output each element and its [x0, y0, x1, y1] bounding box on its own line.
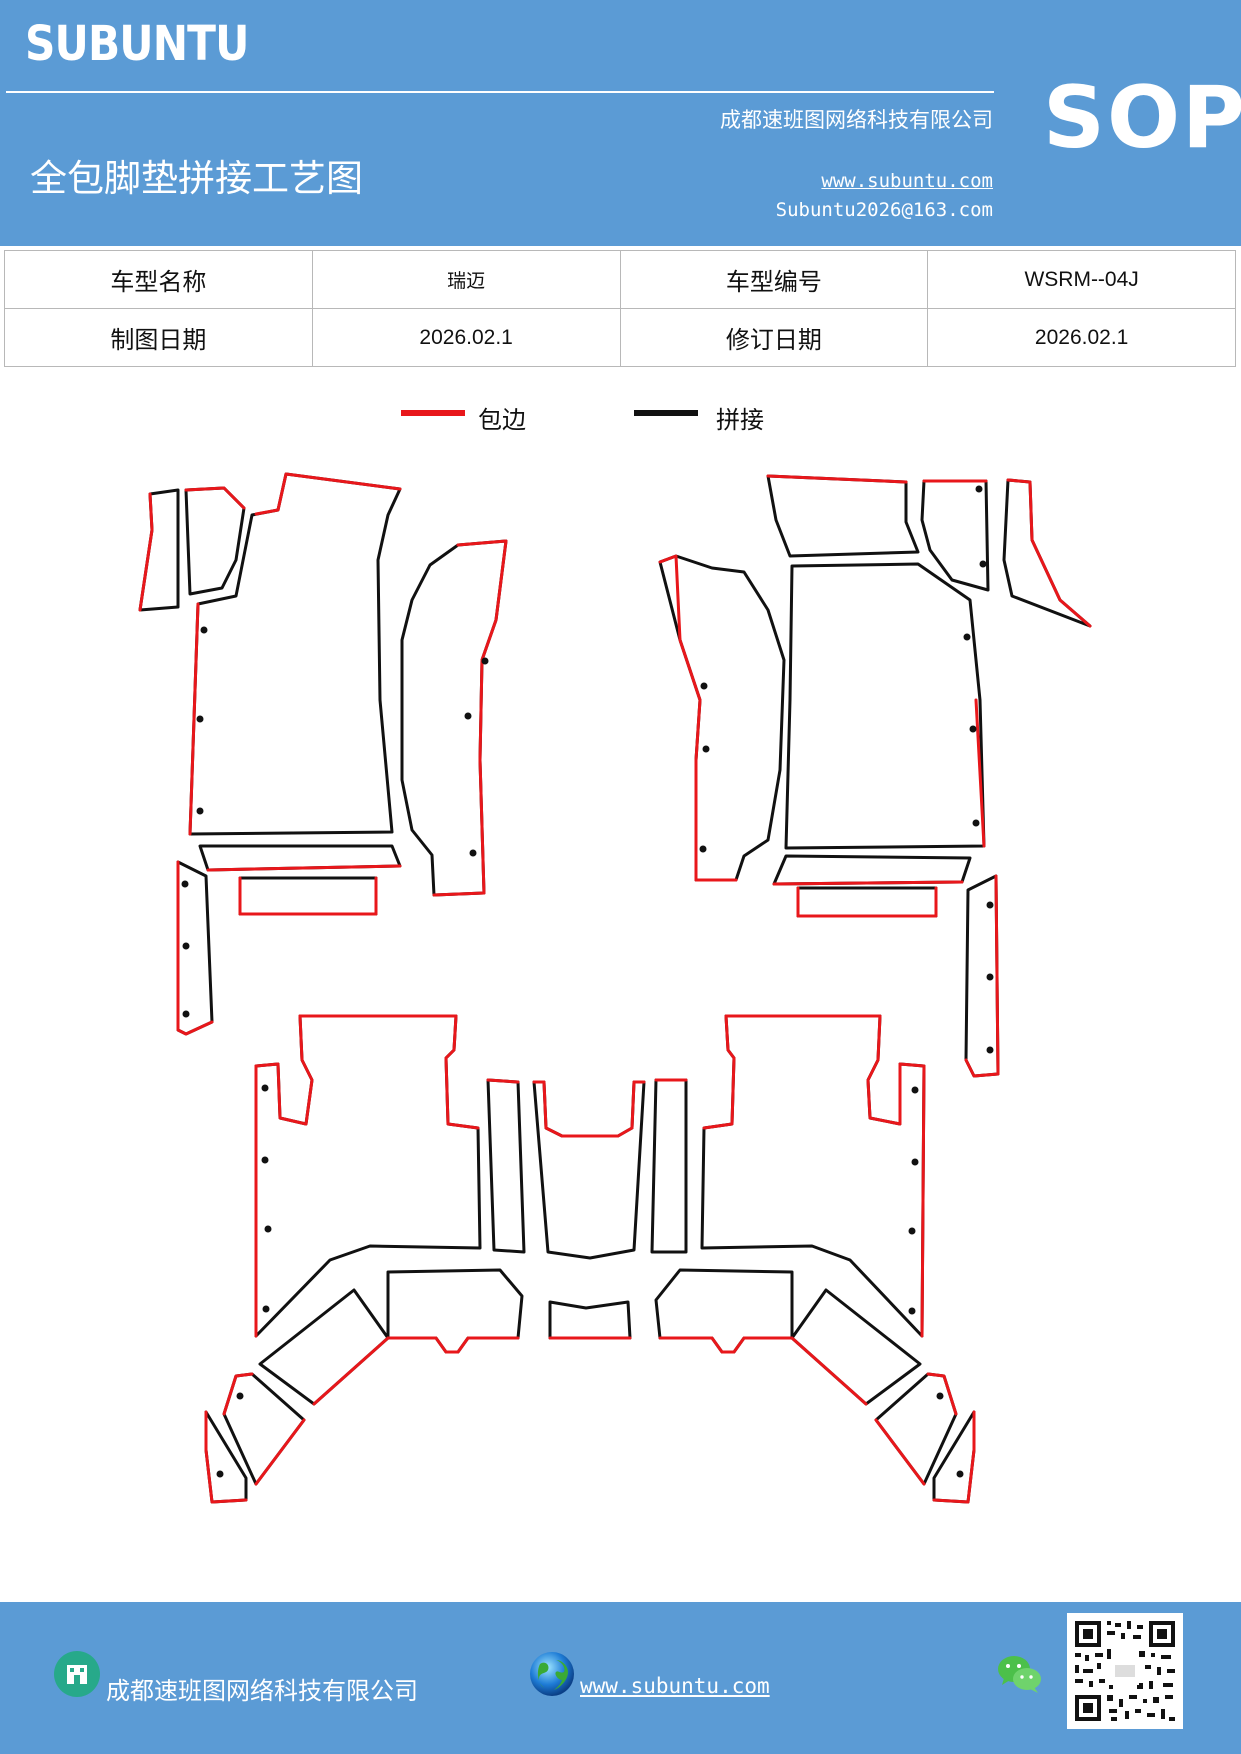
mat-piece — [650, 1078, 688, 1254]
draw-date-value: 2026.02.1 — [311, 308, 621, 367]
model-name-label: 车型名称 — [4, 250, 313, 309]
fastener-dot — [972, 819, 980, 827]
info-table: 车型名称 瑞迈 车型编号 WSRM--04J 制图日期 2026.02.1 修订… — [4, 250, 1236, 367]
fastener-dot — [986, 973, 994, 981]
footer-company: 成都速班图网络科技有限公司 — [106, 1677, 418, 1705]
fastener-dot — [700, 682, 708, 690]
mat-piece — [654, 1268, 794, 1354]
fastener-dot — [956, 1470, 964, 1478]
email-address: Subuntu2026@163.com — [775, 199, 993, 221]
mat-piece — [238, 876, 378, 916]
mat-piece — [796, 886, 938, 918]
header-banner — [0, 0, 1241, 246]
fastener-dot — [262, 1305, 270, 1313]
fastener-dot — [200, 626, 208, 634]
mat-piece — [400, 539, 508, 897]
brand-logo: SUBUNTU — [25, 16, 249, 72]
mat-piece — [532, 1080, 646, 1260]
fastener-dot — [969, 725, 977, 733]
fastener-dot — [196, 807, 204, 815]
fastener-dot — [216, 1470, 224, 1478]
mat-piece — [932, 1410, 976, 1504]
model-name-value: 瑞迈 — [311, 250, 621, 309]
fastener-dot — [464, 712, 472, 720]
fastener-dot — [261, 1156, 269, 1164]
legend-label-edge: 包边 — [478, 406, 526, 434]
fastener-dot — [181, 880, 189, 888]
fastener-dot — [936, 1392, 944, 1400]
website-link[interactable]: www.subuntu.com — [821, 170, 993, 192]
mat-piece — [766, 474, 920, 558]
floor-mat-diagram — [138, 472, 1092, 1504]
fastener-dot — [908, 1227, 916, 1235]
qr-code-image — [1067, 1613, 1183, 1729]
legend-label-seam: 拼接 — [716, 406, 764, 434]
sop-badge: SOP — [1043, 68, 1241, 168]
fastener-dot — [911, 1158, 919, 1166]
fastener-dot — [182, 942, 190, 950]
mat-piece — [772, 854, 972, 886]
mat-piece — [486, 1078, 526, 1254]
mat-piece — [222, 1372, 306, 1486]
fastener-dot — [702, 745, 710, 753]
mat-piece — [258, 1288, 390, 1406]
mat-piece — [1002, 478, 1092, 628]
fastener-dot — [699, 845, 707, 853]
fastener-dot — [261, 1084, 269, 1092]
mat-piece — [176, 860, 214, 1036]
model-code-label: 车型编号 — [619, 250, 929, 309]
fastener-dot — [986, 1046, 994, 1054]
table-row: 制图日期 2026.02.1 修订日期 2026.02.1 — [4, 308, 1236, 367]
mat-piece — [138, 488, 180, 612]
footer-website-link[interactable]: www.subuntu.com — [580, 1674, 770, 1698]
legend-swatch-edge — [401, 410, 465, 416]
company-name: 成都速班图网络科技有限公司 — [720, 108, 993, 132]
page-title: 全包脚垫拼接工艺图 — [30, 157, 363, 200]
mat-piece — [386, 1268, 524, 1354]
fastener-dot — [469, 849, 477, 857]
fastener-dot — [182, 1010, 190, 1018]
model-code-value: WSRM--04J — [927, 250, 1236, 309]
legend-swatch-seam — [634, 410, 698, 416]
revise-date-value: 2026.02.1 — [927, 308, 1236, 367]
mat-piece — [204, 1410, 248, 1504]
mat-piece — [784, 562, 986, 850]
header-divider — [6, 91, 994, 93]
fastener-dot — [264, 1225, 272, 1233]
fastener-dot — [481, 657, 489, 665]
fastener-dot — [236, 1392, 244, 1400]
building-icon — [54, 1651, 100, 1697]
fastener-dot — [963, 633, 971, 641]
mat-piece — [790, 1288, 922, 1406]
fastener-dot — [986, 901, 994, 909]
fastener-dot — [979, 560, 987, 568]
mat-piece — [548, 1300, 632, 1340]
fastener-dot — [975, 485, 983, 493]
mat-piece — [874, 1372, 958, 1486]
mat-piece — [188, 472, 402, 836]
wechat-icon[interactable] — [996, 1652, 1044, 1696]
table-row: 车型名称 瑞迈 车型编号 WSRM--04J — [4, 250, 1236, 309]
globe-icon — [530, 1652, 574, 1696]
qr-code — [1067, 1613, 1183, 1729]
fastener-dot — [196, 715, 204, 723]
fastener-dot — [911, 1086, 919, 1094]
fastener-dot — [908, 1307, 916, 1315]
revise-date-label: 修订日期 — [619, 308, 929, 367]
draw-date-label: 制图日期 — [4, 308, 313, 367]
mat-piece — [184, 486, 246, 596]
